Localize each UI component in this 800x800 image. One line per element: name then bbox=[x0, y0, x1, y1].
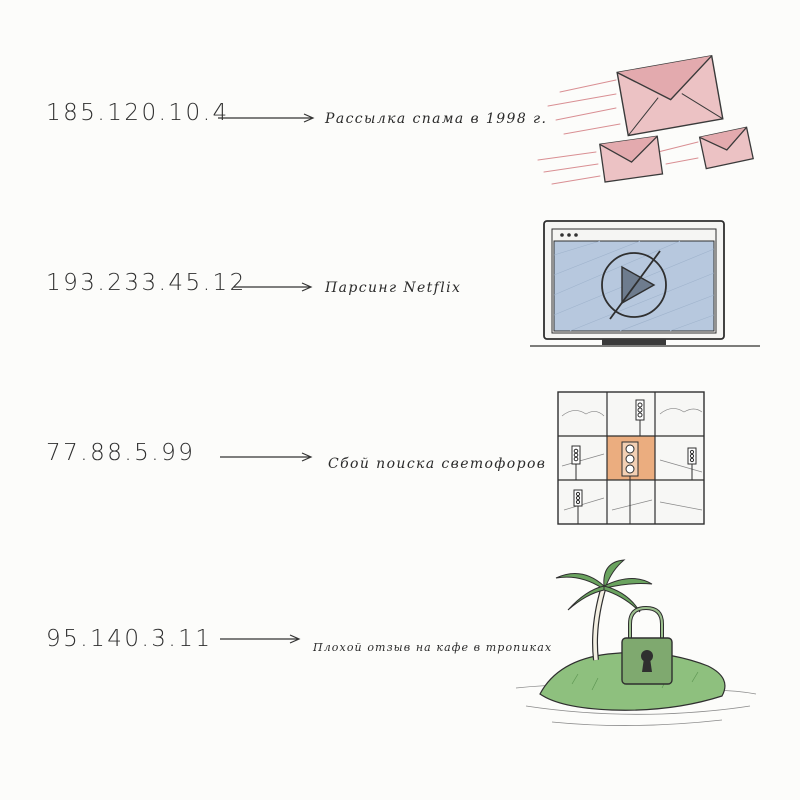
ip-address: 95.140.3.11 bbox=[46, 626, 213, 652]
arrow-icon bbox=[220, 634, 301, 644]
incident-label: Плохой отзыв на кафе в тропиках bbox=[313, 641, 553, 654]
incident-label: Парсинг Netflix bbox=[325, 280, 462, 296]
traffic-light-captcha-icon bbox=[557, 391, 705, 525]
island-lock-icon bbox=[515, 559, 757, 726]
tv-icon bbox=[530, 220, 760, 347]
incident-label: Рассылка спама в 1998 г. bbox=[325, 111, 548, 127]
incident-label: Сбой поиска светофоров bbox=[328, 456, 547, 472]
ip-address: 193.233.45.12 bbox=[46, 270, 247, 296]
ip-address: 185.120.10.4 bbox=[46, 100, 230, 126]
arrow-icon bbox=[220, 452, 313, 462]
envelope-icon bbox=[537, 54, 754, 185]
ip-address: 77.88.5.99 bbox=[46, 440, 196, 466]
arrow-icon bbox=[234, 282, 313, 292]
arrow-icon bbox=[218, 113, 315, 123]
